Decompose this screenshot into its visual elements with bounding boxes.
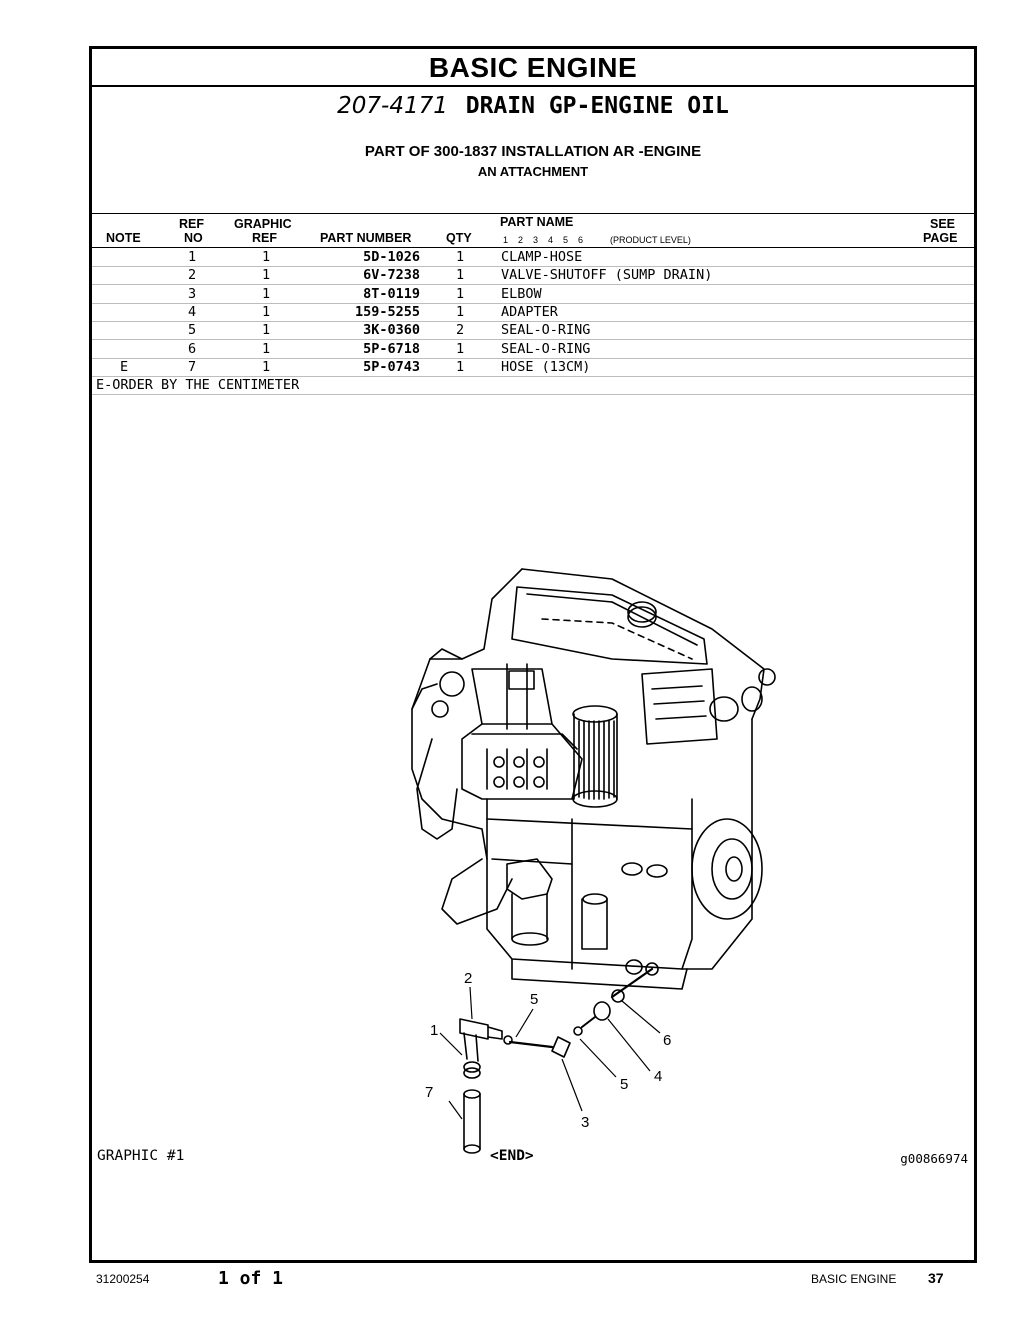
seal-o-ring-6 <box>611 989 625 1003</box>
seal-o-ring-5b <box>573 1026 583 1036</box>
callout-7: 7 <box>425 1084 433 1101</box>
graphic-number: g00866974 <box>900 1151 968 1166</box>
valve-shutoff-2 <box>459 1018 489 1040</box>
cell-graphic-ref: 1 <box>262 285 271 302</box>
callout-1: 1 <box>430 1022 438 1039</box>
header-product-levels: 1 2 3 4 5 6 <box>503 235 584 245</box>
cell-qty: 1 <box>456 340 465 357</box>
cell-part-name: ADAPTER <box>501 303 558 320</box>
cell-part-number: 3K-0360 <box>363 322 420 339</box>
table-row: 5 1 3K-0360 2 SEAL-O-RING <box>92 321 974 341</box>
callout-2: 2 <box>464 970 472 987</box>
cell-part-number: 5D-1026 <box>363 249 420 265</box>
cell-part-number: 5P-0743 <box>363 358 420 375</box>
table-header-top-rule <box>92 213 974 214</box>
engine-block-drawing <box>411 568 776 990</box>
cell-graphic-ref: 1 <box>262 340 271 357</box>
cell-note: E <box>120 358 129 375</box>
cell-part-name: CLAMP-HOSE <box>501 249 583 265</box>
callout-5-bottom: 5 <box>620 1076 628 1093</box>
cell-graphic-ref: 1 <box>262 303 271 320</box>
header-ref-top: REF <box>179 217 204 231</box>
cell-part-name: HOSE (13CM) <box>501 358 591 375</box>
footnote-rule <box>92 394 974 395</box>
cell-graphic-ref: 1 <box>262 267 271 284</box>
cell-part-name: SEAL-O-RING <box>501 340 591 357</box>
group-number: 207-4171 <box>337 93 448 119</box>
cell-part-name: VALVE-SHUTOFF (SUMP DRAIN) <box>501 267 713 284</box>
cell-ref-no: 1 <box>188 249 197 265</box>
header-qty: QTY <box>446 231 472 245</box>
callout-4: 4 <box>654 1068 662 1085</box>
cell-qty: 1 <box>456 285 465 302</box>
header-part-name: PART NAME <box>500 215 574 229</box>
callout-5-top: 5 <box>530 991 538 1008</box>
part-of-line: PART OF 300-1837 INSTALLATION AR -ENGINE <box>364 143 702 160</box>
header-graphic-top: GRAPHIC <box>234 217 292 231</box>
cell-qty: 1 <box>456 267 465 284</box>
callout-leaders <box>439 986 661 1120</box>
cell-qty: 2 <box>456 322 465 339</box>
attachment-line: AN ATTACHMENT <box>477 164 589 179</box>
cell-graphic-ref: 1 <box>262 358 271 375</box>
adapter-4 <box>593 1001 611 1021</box>
cell-part-name: ELBOW <box>501 285 542 302</box>
cell-ref-no: 7 <box>188 358 197 375</box>
callout-3: 3 <box>581 1114 589 1131</box>
header-note: NOTE <box>106 231 141 245</box>
group-title: 207-4171 DRAIN GP-ENGINE OIL <box>92 93 974 119</box>
header-ref-bottom: NO <box>184 231 203 245</box>
cell-ref-no: 5 <box>188 322 197 339</box>
footnote-e: E-ORDER BY THE CENTIMETER <box>96 377 300 393</box>
elbow-3 <box>551 1036 571 1058</box>
cell-graphic-ref: 1 <box>262 322 271 339</box>
table-header-bottom-rule <box>92 247 974 248</box>
group-name: DRAIN GP-ENGINE OIL <box>465 93 729 119</box>
cell-part-number: 5P-6718 <box>363 340 420 357</box>
cell-ref-no: 4 <box>188 303 197 320</box>
footer-section: BASIC ENGINE <box>811 1272 897 1286</box>
table-row: 4 1 159-5255 1 ADAPTER <box>92 303 974 322</box>
end-marker: <END> <box>490 1148 534 1164</box>
cell-qty: 1 <box>456 303 465 320</box>
cell-ref-no: 3 <box>188 285 197 302</box>
header-product-level-label: (PRODUCT LEVEL) <box>610 235 691 245</box>
hose-7 <box>463 1093 481 1150</box>
callout-6: 6 <box>663 1032 671 1049</box>
cell-qty: 1 <box>456 358 465 375</box>
seal-o-ring-5a <box>503 1035 513 1045</box>
footer-page-number: 37 <box>928 1270 944 1286</box>
cell-ref-no: 2 <box>188 267 197 284</box>
table-row: 1 1 5D-1026 1 CLAMP-HOSE <box>92 248 974 267</box>
table-row: 3 1 8T-0119 1 ELBOW <box>92 285 974 304</box>
footer-page-of: 1 of 1 <box>218 1268 284 1289</box>
header-see-bottom: PAGE <box>923 231 958 245</box>
table-row: E 7 1 5P-0743 1 HOSE (13CM) <box>92 358 974 377</box>
cell-part-number: 6V-7238 <box>363 267 420 284</box>
clamp-hose-1 <box>463 1061 481 1073</box>
section-title-band: BASIC ENGINE <box>92 49 974 87</box>
header-see-top: SEE <box>930 217 956 231</box>
engine-drain-illustration: 2 5 1 6 7 5 4 3 <box>411 568 776 1154</box>
callout-labels: 2 5 1 6 7 5 4 3 <box>425 970 671 1131</box>
header-part-number: PART NUMBER <box>320 231 412 245</box>
drain-assembly-drawing <box>459 967 654 1154</box>
cell-part-number: 8T-0119 <box>363 285 420 302</box>
page-frame: BASIC ENGINE 207-4171 DRAIN GP-ENGINE OI… <box>89 46 977 1263</box>
table-row: 2 1 6V-7238 1 VALVE-SHUTOFF (SUMP DRAIN) <box>92 266 974 286</box>
cell-part-number: 159-5255 <box>354 303 420 320</box>
graphic-label: GRAPHIC #1 <box>97 1148 185 1164</box>
cell-qty: 1 <box>456 249 465 265</box>
table-row: 6 1 5P-6718 1 SEAL-O-RING <box>92 340 974 359</box>
cell-graphic-ref: 1 <box>262 249 271 265</box>
footer-doc-number: 31200254 <box>96 1272 150 1286</box>
section-title: BASIC ENGINE <box>428 52 638 83</box>
cell-ref-no: 6 <box>188 340 197 357</box>
cell-part-name: SEAL-O-RING <box>501 322 591 339</box>
header-graphic-bottom: REF <box>252 231 277 245</box>
